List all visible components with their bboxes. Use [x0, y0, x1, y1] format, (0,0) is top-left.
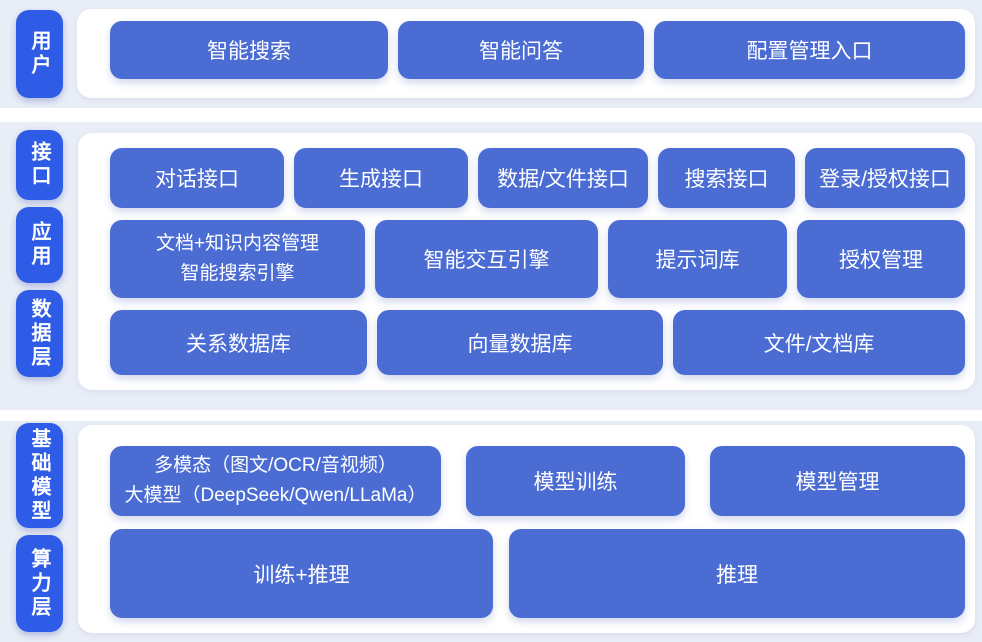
layer-pill-application-label: 应用	[28, 221, 50, 269]
data-layer-row: 关系数据库 向量数据库 文件/文档库	[110, 310, 965, 375]
block-model-management: 模型管理	[710, 446, 965, 516]
block-dialog-api: 对话接口	[110, 148, 284, 208]
block-smart-search: 智能搜索	[110, 21, 388, 79]
layer-pill-data-layer-label: 数据层	[28, 297, 50, 370]
layer-pill-data-layer: 数据层	[16, 290, 63, 377]
layer-pill-foundation-model-label: 基础模型	[28, 427, 50, 524]
layer-pill-user: 用户	[16, 10, 63, 98]
block-generation-api: 生成接口	[294, 148, 468, 208]
layer-pill-foundation-model: 基础模型	[16, 423, 63, 528]
layer-pill-user-label: 用户	[28, 30, 50, 78]
block-relational-database: 关系数据库	[110, 310, 367, 375]
block-doc-knowledge-search-engine: 文档+知识内容管理 智能搜索引擎	[110, 220, 365, 298]
block-vector-database: 向量数据库	[377, 310, 663, 375]
block-interaction-engine: 智能交互引擎	[375, 220, 598, 298]
user-layer-row: 智能搜索 智能问答 配置管理入口	[110, 21, 965, 79]
foundation-model-row: 多模态（图文/OCR/音视频） 大模型（DeepSeek/Qwen/LLaMa）…	[110, 446, 965, 516]
block-config-management-entry: 配置管理入口	[654, 21, 965, 79]
layer-pill-interface-label: 接口	[28, 141, 50, 189]
layer-pill-compute-layer-label: 算力层	[28, 547, 50, 620]
compute-layer-row: 训练+推理 推理	[110, 529, 965, 618]
block-file-document-store: 文件/文档库	[673, 310, 965, 375]
block-search-api: 搜索接口	[658, 148, 795, 208]
block-inference: 推理	[509, 529, 965, 618]
block-smart-qa: 智能问答	[398, 21, 644, 79]
block-prompt-library: 提示词库	[608, 220, 787, 298]
layer-pill-compute-layer: 算力层	[16, 535, 63, 632]
layer-pill-application: 应用	[16, 207, 63, 283]
block-training-plus-inference: 训练+推理	[110, 529, 493, 618]
block-model-training: 模型训练	[466, 446, 685, 516]
interface-layer-row: 对话接口 生成接口 数据/文件接口 搜索接口 登录/授权接口	[110, 148, 965, 208]
block-multimodal-large-model: 多模态（图文/OCR/音视频） 大模型（DeepSeek/Qwen/LLaMa）	[110, 446, 441, 516]
block-login-auth-api: 登录/授权接口	[805, 148, 965, 208]
block-authorization-management: 授权管理	[797, 220, 965, 298]
block-data-file-api: 数据/文件接口	[478, 148, 648, 208]
application-layer-row: 文档+知识内容管理 智能搜索引擎 智能交互引擎 提示词库 授权管理	[110, 220, 965, 298]
layer-pill-interface: 接口	[16, 130, 63, 200]
